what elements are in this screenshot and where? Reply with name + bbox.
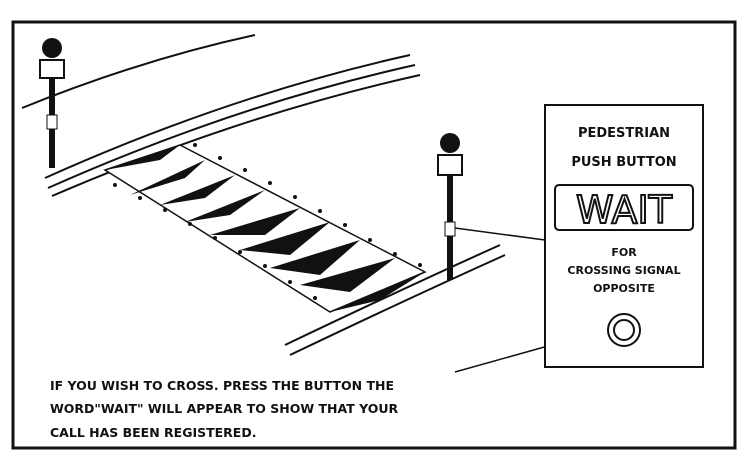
panel-text-opposite: OPPOSITE (593, 282, 655, 295)
caption-line2: WORD"WAIT" WILL APPEAR TO SHOW THAT YOUR (50, 401, 398, 416)
leader-line-post (454, 227, 546, 241)
zebra-crossing (103, 144, 427, 313)
push-button-inner-ring (613, 319, 635, 341)
wait-display-text: WAIT (576, 188, 673, 232)
panel-title-line1: PEDESTRIAN (578, 126, 670, 141)
panel-text-for: FOR (611, 246, 637, 259)
push-button-panel: PEDESTRIAN PUSH BUTTON WAIT FOR CROSSING… (544, 104, 704, 368)
caption-line1: IF YOU WISH TO CROSS. PRESS THE BUTTON T… (50, 378, 394, 393)
panel-title-line2: PUSH BUTTON (571, 155, 676, 170)
caption-line3: CALL HAS BEEN REGISTERED. (50, 425, 256, 440)
crossing-studs (113, 143, 422, 300)
wait-display (554, 184, 694, 231)
panel-text-crossing-signal: CROSSING SIGNAL (567, 264, 680, 277)
near-kerb (284, 244, 506, 356)
far-signal-post (39, 38, 65, 168)
near-signal-post (437, 133, 463, 280)
